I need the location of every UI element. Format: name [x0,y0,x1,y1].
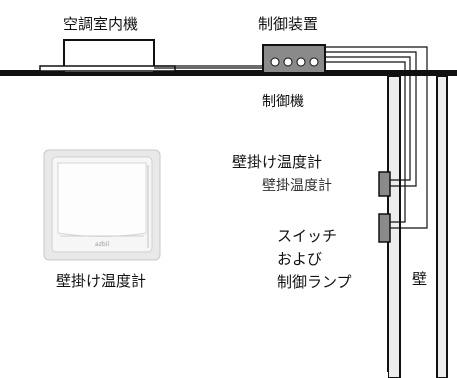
indoor-unit-label: 空調室内機 [63,15,139,33]
wall-thermostat-side-label-dup: 壁掛温度計 [262,178,332,194]
control-device-box [262,44,326,74]
control-device-label: 制御装置 [258,15,319,33]
wall-thermostat-main-label: 壁掛け温度計 [56,272,147,290]
wall-thermostat-side-label: 壁掛け温度計 [232,153,323,171]
switch-label-line2: および [277,250,323,268]
switch-lamp-device [378,213,391,243]
controller-label: 制御機 [262,94,304,110]
switch-label-line3: 制御ランプ [277,273,352,291]
floor-area [0,372,388,378]
wall-thermostat-illustration: azbil [43,149,161,261]
wiring-unit-to-device [154,65,263,69]
ceiling-line [0,70,457,76]
wall-thermostat-device [378,171,391,197]
switch-label-line1: スイッチ [277,227,338,245]
thermostat-brand-logo: azbil [95,241,109,248]
wall [387,75,448,378]
wall-label: 壁 [412,270,428,288]
wiring-device-to-wall [325,46,428,229]
